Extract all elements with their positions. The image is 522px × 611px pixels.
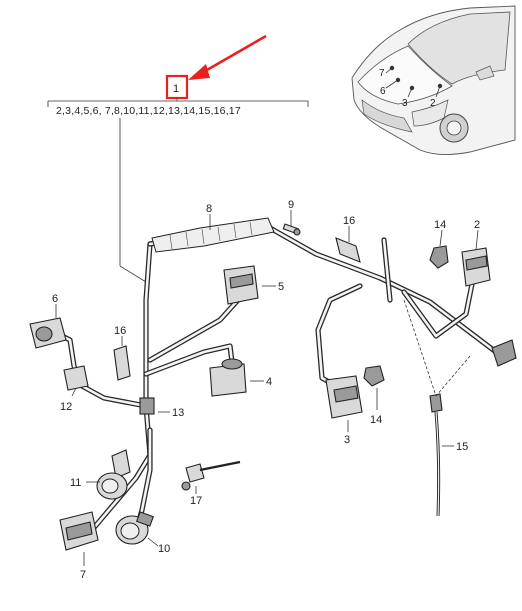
car-label-7: 7 bbox=[379, 68, 385, 79]
car-mirror bbox=[475, 65, 495, 81]
callout-12: 12 bbox=[60, 401, 72, 413]
part-16-bracket-right bbox=[335, 237, 361, 263]
part-10-grommet bbox=[115, 511, 154, 545]
sequence-bracket bbox=[47, 98, 309, 107]
part-12-clip bbox=[63, 365, 89, 391]
callout-10: 10 bbox=[158, 543, 170, 555]
car-label-2: 2 bbox=[430, 98, 436, 109]
part-17-clip bbox=[181, 460, 241, 491]
part-13-clip bbox=[139, 397, 155, 415]
car-label-6: 6 bbox=[380, 86, 386, 97]
callout-16-top: 16 bbox=[343, 215, 355, 227]
callout-9: 9 bbox=[288, 199, 294, 211]
callout-14-top: 14 bbox=[434, 219, 446, 231]
callout-5: 5 bbox=[278, 281, 284, 293]
sleeve-ribs bbox=[169, 221, 253, 250]
callout-3: 3 bbox=[344, 434, 350, 446]
callout-8: 8 bbox=[206, 203, 212, 215]
part-14-clip-top bbox=[429, 245, 449, 269]
part-8-sleeve bbox=[151, 217, 275, 253]
red-arrow-shaft bbox=[199, 34, 267, 76]
callout-15: 15 bbox=[456, 441, 468, 453]
part-15-cable-tie bbox=[429, 393, 443, 517]
callout-16-left: 16 bbox=[114, 325, 126, 337]
callout-17: 17 bbox=[190, 495, 202, 507]
car-label-3: 3 bbox=[402, 98, 408, 109]
part-11-grommet bbox=[96, 449, 131, 500]
callout-6: 6 bbox=[52, 293, 58, 305]
callout-13: 13 bbox=[172, 407, 184, 419]
part-9-pin bbox=[282, 223, 301, 236]
part-14-clip-mid bbox=[363, 365, 385, 387]
main-ref-label: 1 bbox=[173, 83, 179, 95]
callout-4: 4 bbox=[266, 376, 272, 388]
red-arrow-head bbox=[188, 64, 210, 80]
car-wheel-hub bbox=[446, 120, 462, 136]
sequence-label: 2,3,4,5,6, 7,8,10,11,12,13,14,15,16,17 bbox=[56, 105, 241, 117]
car-hood bbox=[357, 45, 453, 105]
callout-11: 11 bbox=[70, 477, 81, 489]
car-grille bbox=[361, 99, 413, 133]
part-16-bracket-left bbox=[113, 345, 131, 381]
callout-leaders bbox=[55, 210, 479, 566]
callout-2: 2 bbox=[474, 219, 480, 231]
end-plug bbox=[491, 339, 517, 367]
car-inset: 7 6 3 2 bbox=[351, 5, 516, 155]
callout-14-mid: 14 bbox=[370, 414, 382, 426]
callout-7: 7 bbox=[80, 569, 86, 581]
